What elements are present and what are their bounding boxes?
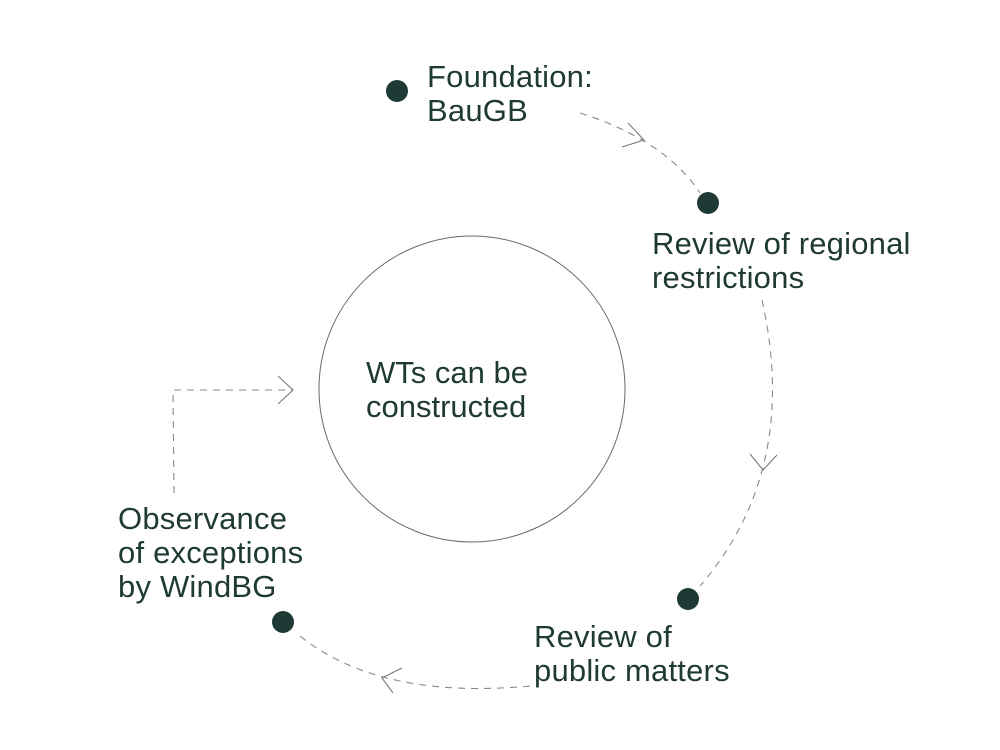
step-regional-restrictions: Review of regional restrictions <box>652 227 911 295</box>
step-dot-public <box>677 588 699 610</box>
step-dot-windbg <box>272 611 294 633</box>
step-public-line: public matters <box>534 653 730 688</box>
connector-public-to-windbg <box>299 635 531 690</box>
step-windbg-line: Observance <box>118 501 288 536</box>
step-dot-regional <box>697 192 719 214</box>
step-foundation-line: BauGB <box>427 93 528 128</box>
connector-windbg-to-center <box>172 389 292 494</box>
arrowhead-windbg-to-center <box>277 375 294 405</box>
step-foundation: Foundation: BauGB <box>427 60 593 128</box>
arrowhead-regional-to-public <box>749 453 778 471</box>
step-windbg-exceptions: Observance of exceptions by WindBG <box>118 502 303 604</box>
step-foundation-line: Foundation: <box>427 59 593 94</box>
center-label-line: WTs can be <box>366 355 528 390</box>
step-windbg-line: of exceptions <box>118 535 304 570</box>
step-windbg-line: by WindBG <box>118 569 277 604</box>
step-public-matters: Review of public matters <box>534 620 730 688</box>
center-circle <box>318 235 626 543</box>
step-dot-foundation <box>386 80 408 102</box>
arrowhead-foundation-to-regional <box>621 122 645 148</box>
connector-regional-to-public <box>699 299 774 587</box>
step-public-line: Review of <box>534 619 672 654</box>
center-label: WTs can be constructed <box>366 356 528 424</box>
center-label-line: constructed <box>366 389 527 424</box>
arrowhead-public-to-windbg <box>381 667 403 694</box>
step-regional-line: Review of regional <box>652 226 911 261</box>
step-regional-line: restrictions <box>652 260 805 295</box>
connector-foundation-to-regional <box>579 112 701 194</box>
